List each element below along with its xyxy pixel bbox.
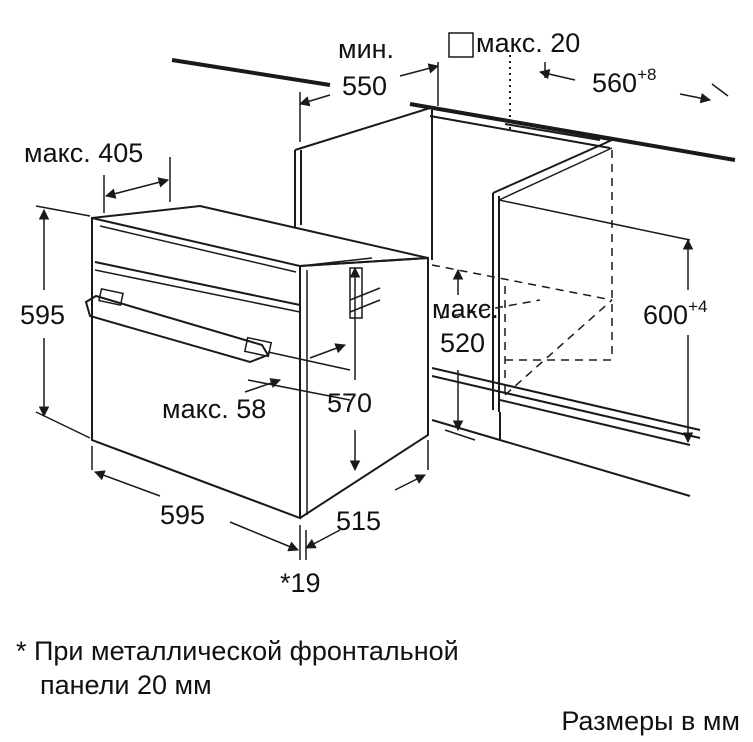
label-min: мин.: [338, 34, 394, 64]
dimension-labels: мин. 550 макс. 20 560+8 макс. 405 595 ма…: [20, 28, 707, 598]
label-max-58: макс. 58: [162, 394, 266, 424]
square-icon: [448, 32, 474, 58]
label-max: макс.: [432, 294, 499, 324]
label-height-595: 595: [20, 300, 65, 330]
label-570: 570: [327, 388, 372, 418]
label-note-19: *19: [280, 568, 321, 598]
footnote-line2: панели 20 мм: [40, 670, 212, 700]
label-max-405: макс. 405: [24, 138, 143, 168]
label-width-595: 595: [160, 500, 205, 530]
label-600: 600+4: [643, 297, 707, 330]
dimension-lines: [35, 62, 729, 560]
label-515: 515: [336, 506, 381, 536]
label-560: 560+8: [592, 65, 656, 98]
label-520: 520: [440, 328, 485, 358]
oven: [84, 204, 429, 520]
footnote-line1: * При металлической фронтальной: [16, 636, 459, 666]
label-max-20: макс. 20: [476, 28, 580, 58]
label-550: 550: [342, 71, 387, 101]
units-note: Размеры в мм: [561, 706, 740, 736]
footnote: * При металлической фронтальной панели 2…: [16, 636, 740, 736]
cabinet-niche: [171, 55, 736, 497]
